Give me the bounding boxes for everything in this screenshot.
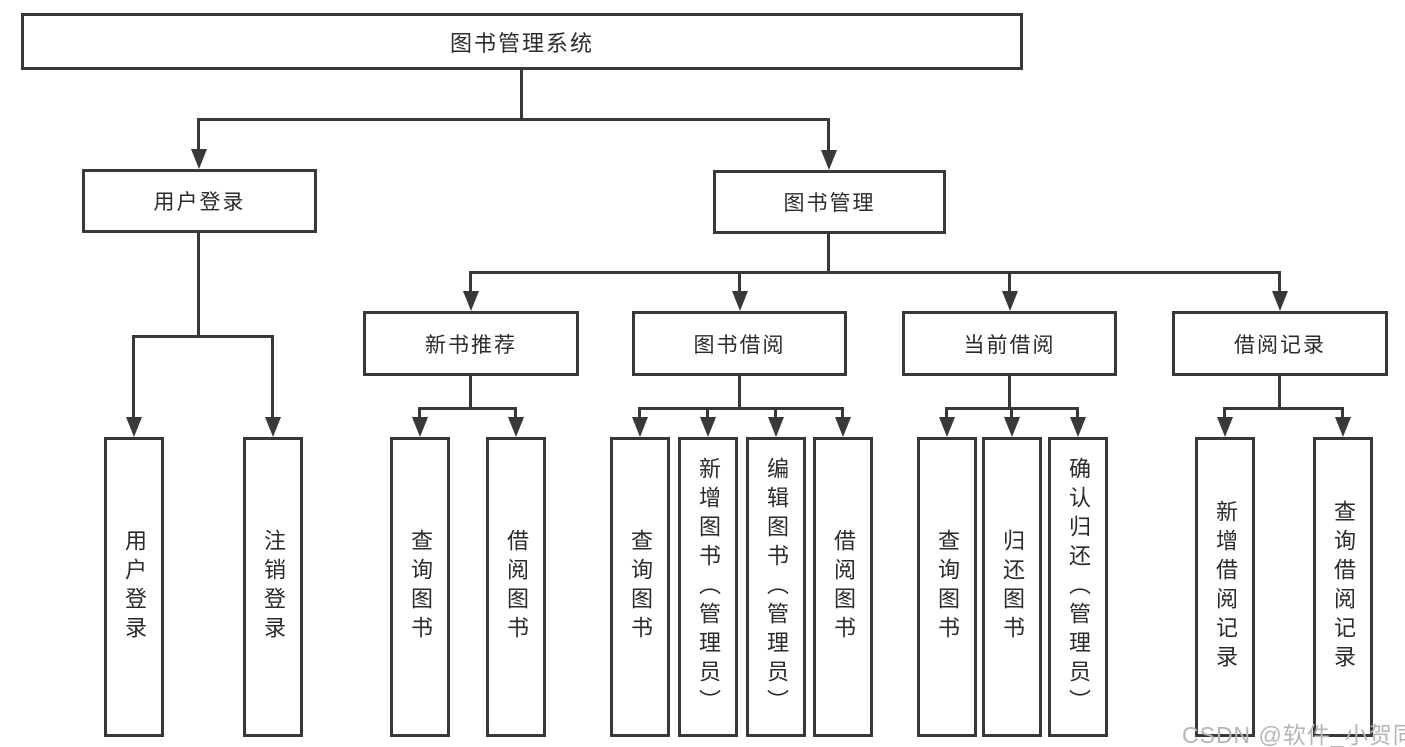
arrowhead-down — [1335, 417, 1351, 437]
node-book-borrow: 图书借阅 — [632, 311, 847, 376]
edge-line — [1076, 407, 1079, 419]
edge-line — [197, 118, 830, 121]
edge-line — [469, 271, 1281, 274]
node-current-borrow: 当前借阅 — [902, 311, 1117, 376]
edge-line — [1008, 271, 1011, 293]
arrowhead-down — [700, 417, 716, 437]
edge-line — [638, 407, 844, 410]
edge-line — [1010, 407, 1013, 419]
edge-line — [706, 407, 709, 419]
leaf-current-query: 查询图书 — [917, 437, 977, 737]
leaf-borrow-query: 查询图书 — [610, 437, 670, 737]
edge-line — [1008, 376, 1011, 410]
edge-line — [945, 407, 948, 419]
arrowhead-down — [1002, 291, 1018, 311]
edge-line — [841, 407, 844, 419]
node-book-management: 图书管理 — [713, 170, 946, 234]
arrowhead-down — [126, 417, 142, 437]
arrowhead-down — [508, 417, 524, 437]
edge-line — [469, 271, 472, 293]
csdn-watermark: CSDN @软件_小贺同学 — [1182, 722, 1405, 747]
leaf-records-query: 查询借阅记录 — [1313, 437, 1373, 737]
edge-line — [738, 271, 741, 293]
edge-line — [514, 407, 517, 419]
edge-line — [827, 118, 830, 152]
edge-line — [638, 407, 641, 419]
arrowhead-down — [463, 291, 479, 311]
arrowhead-down — [1070, 417, 1086, 437]
edge-line — [738, 376, 741, 410]
leaf-borrow-edit-admin: 编辑图书（管理员） — [746, 437, 806, 737]
node-borrow-records: 借阅记录 — [1172, 311, 1388, 376]
arrowhead-down — [412, 417, 428, 437]
node-user-login: 用户登录 — [82, 169, 317, 233]
arrowhead-down — [191, 149, 207, 169]
node-root: 图书管理系统 — [21, 13, 1023, 70]
arrowhead-down — [1217, 417, 1233, 437]
leaf-borrow-add-admin: 新增图书（管理员） — [678, 437, 738, 737]
edge-line — [469, 376, 472, 410]
arrowhead-down — [821, 150, 837, 170]
edge-line — [1278, 271, 1281, 293]
edge-line — [271, 335, 274, 419]
leaf-current-confirm-admin: 确认归还（管理员） — [1048, 437, 1108, 737]
arrowhead-down — [632, 417, 648, 437]
edge-line — [1341, 407, 1344, 419]
edge-line — [827, 234, 830, 274]
leaf-newbook-query: 查询图书 — [390, 437, 450, 737]
arrowhead-down — [1004, 417, 1020, 437]
arrowhead-down — [732, 291, 748, 311]
leaf-logout: 注销登录 — [243, 437, 303, 737]
edge-line — [197, 233, 200, 338]
edge-line — [1223, 407, 1226, 419]
edge-line — [132, 335, 135, 419]
edge-line — [1278, 375, 1281, 410]
arrowhead-down — [939, 417, 955, 437]
edge-line — [520, 69, 523, 121]
edge-line — [132, 335, 274, 338]
arrowhead-down — [265, 417, 281, 437]
edge-line — [774, 407, 777, 419]
edge-line — [1223, 407, 1344, 410]
node-new-book-recommend: 新书推荐 — [363, 311, 579, 376]
arrowhead-down — [835, 417, 851, 437]
edge-line — [418, 407, 517, 410]
arrowhead-down — [768, 417, 784, 437]
leaf-borrow-borrow: 借阅图书 — [813, 437, 873, 737]
leaf-records-add: 新增借阅记录 — [1195, 437, 1255, 737]
edge-line — [197, 118, 200, 151]
leaf-user-login: 用户登录 — [104, 437, 164, 737]
leaf-current-return: 归还图书 — [982, 437, 1042, 737]
arrowhead-down — [1272, 291, 1288, 311]
leaf-newbook-borrow: 借阅图书 — [486, 437, 546, 737]
edge-line — [418, 407, 421, 419]
